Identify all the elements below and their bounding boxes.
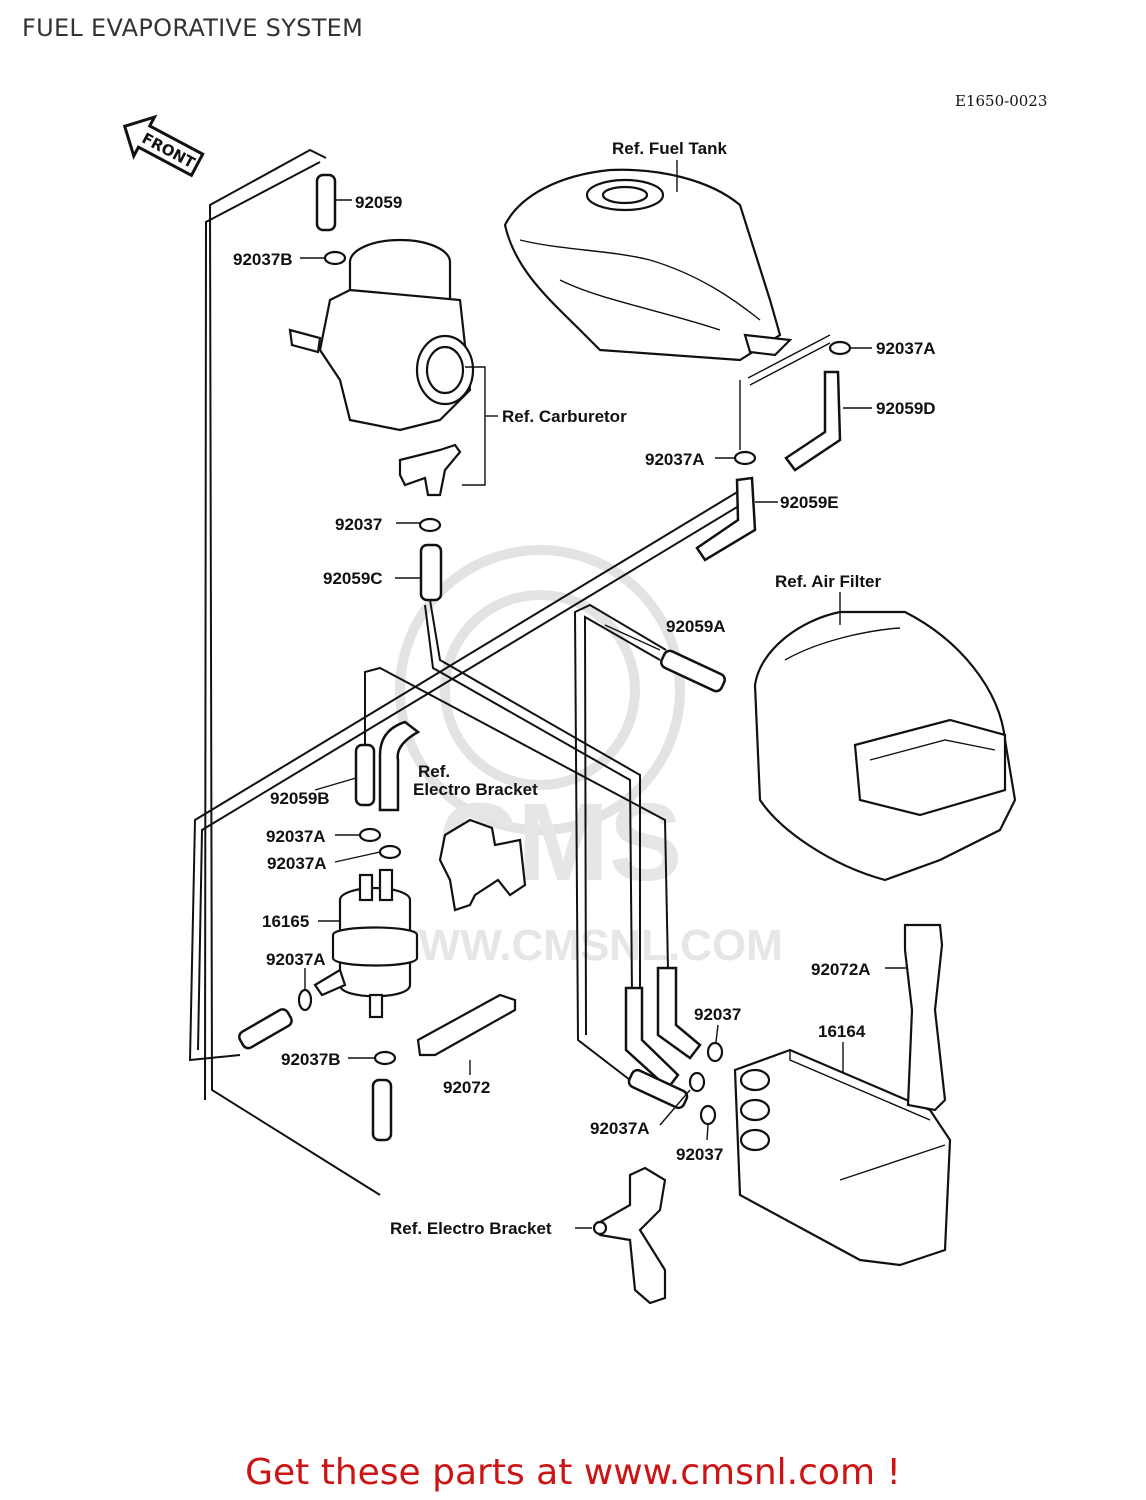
hose-route-diagonal: [188, 487, 745, 1062]
hose-92059A: [660, 649, 726, 693]
label-92037-c2: 92037: [676, 1145, 723, 1164]
clamp-92037-carb: [418, 517, 442, 533]
label-16164: 16164: [818, 1022, 866, 1041]
page-title: FUEL EVAPORATIVE SYSTEM: [22, 14, 364, 42]
canister: [733, 1048, 952, 1267]
hose-route-diagonal-b: [197, 497, 753, 1051]
label-92059D: 92059D: [876, 399, 936, 418]
label-92037-carb: 92037: [335, 515, 382, 534]
hose-filter-inlet: [238, 1008, 293, 1050]
watermark: CMS WWW.CMSNL.COM: [377, 545, 783, 970]
hose-route-left: [208, 148, 381, 1196]
label-92037A-f1: 92037A: [266, 827, 326, 846]
label-92072: 92072: [443, 1078, 490, 1097]
label-ref-carburetor: Ref. Carburetor: [502, 407, 627, 426]
hose-92059C: [419, 543, 443, 602]
hose-route-left-b: [204, 161, 321, 1101]
hose-canister-c: [627, 1068, 689, 1110]
watermark-url: WWW.CMSNL.COM: [377, 921, 783, 970]
hose-92059B-bend: [378, 720, 421, 812]
fuel-filter: [313, 868, 419, 1019]
clamp-92037A-mid: [733, 450, 757, 466]
label-92037A-f3: 92037A: [266, 950, 326, 969]
clamp-92037A-f3: [297, 988, 313, 1012]
hose-92059B: [354, 743, 376, 807]
watermark-emblem: [395, 545, 685, 835]
clamp-92037A-f2: [378, 844, 402, 860]
label-92059E: 92059E: [780, 493, 839, 512]
label-92072A: 92072A: [811, 960, 871, 979]
watermark-emblem-inner: [440, 590, 640, 790]
label-ref-electro-bracket-1: Ref.: [418, 762, 450, 781]
strap-92072: [416, 993, 517, 1057]
hose-route-right-b: [583, 615, 661, 1036]
label-ref-electro-bracket-bottom: Ref. Electro Bracket: [390, 1219, 552, 1238]
label-ref-electro-bracket-2: Electro Bracket: [413, 780, 538, 799]
label-92037B-bottom: 92037B: [281, 1050, 341, 1069]
clamp-92037A-tank: [828, 340, 852, 356]
hose-route-mid: [364, 666, 669, 971]
diagram-code: E1650-0023: [955, 92, 1048, 110]
clamps: [297, 250, 852, 1126]
leader-lines: [300, 160, 908, 1229]
hose-route-right: [573, 603, 667, 1081]
hose-route-center: [429, 599, 641, 995]
hose-bottom: [371, 1078, 393, 1142]
electro-bracket-top: [438, 818, 527, 912]
hose-canister-b: [656, 966, 702, 1060]
label-92037A-mid: 92037A: [645, 450, 705, 469]
label-16165: 16165: [262, 912, 309, 931]
label-ref-air-filter: Ref. Air Filter: [775, 572, 881, 591]
hose-routing: [188, 148, 753, 1196]
front-arrow: FRONT: [122, 114, 205, 178]
carburetor: [288, 238, 475, 497]
air-filter: [753, 610, 1017, 882]
fuel-tank: [503, 168, 793, 362]
label-92037A-tank: 92037A: [876, 339, 936, 358]
hose-92059: [315, 173, 337, 232]
hose-route-center-b: [424, 604, 633, 996]
label-92059A: 92059A: [666, 617, 726, 636]
parts-diagram: CMS WWW.CMSNL.COM FRONT: [122, 114, 1017, 1305]
clamp-92037-c2: [699, 1104, 717, 1126]
clamp-92037B-top: [323, 250, 347, 266]
label-92059C: 92059C: [323, 569, 383, 588]
hoses: [238, 173, 842, 1142]
electro-bracket-bottom: [593, 1166, 667, 1305]
label-92037-c1: 92037: [694, 1005, 741, 1024]
label-ref-fuel-tank: Ref. Fuel Tank: [612, 139, 727, 158]
hose-92059D: [784, 370, 842, 472]
hose-canister-a: [624, 986, 680, 1090]
hose-92059E: [695, 476, 757, 562]
footer-cta[interactable]: Get these parts at www.cmsnl.com !: [245, 1452, 901, 1493]
clamp-92037B-bottom: [373, 1050, 397, 1066]
label-92037B-top: 92037B: [233, 250, 293, 269]
strap-92072A: [903, 923, 947, 1112]
label-92037A-f2: 92037A: [267, 854, 327, 873]
clamp-92037A-c: [688, 1071, 706, 1093]
label-92059B: 92059B: [270, 789, 330, 808]
clamp-92037A-f1: [358, 827, 382, 843]
part-labels: Ref. Fuel Tank 92059 92037B 92037A 92059…: [233, 139, 936, 1238]
brackets: [416, 818, 947, 1305]
label-92037A-c: 92037A: [590, 1119, 650, 1138]
clamp-92037-c1: [706, 1041, 724, 1063]
label-92059: 92059: [355, 193, 402, 212]
